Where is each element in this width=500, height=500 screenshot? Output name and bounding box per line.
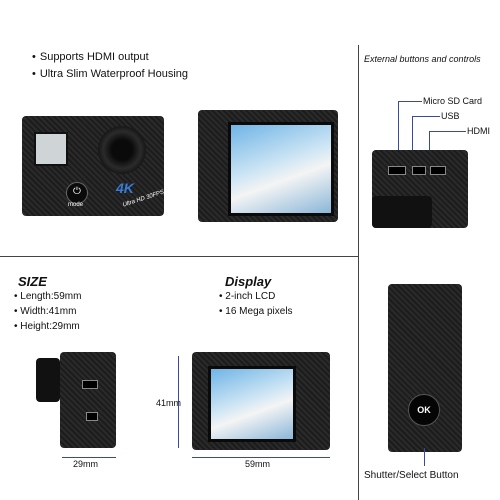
port-label-sd: Micro SD Card <box>423 96 483 106</box>
lens-side-icon <box>36 358 60 402</box>
callout-usb-v <box>412 116 413 166</box>
bullet-icon: • <box>32 68 36 80</box>
hdmi-port-icon <box>430 166 446 175</box>
usb-port-icon <box>412 166 426 175</box>
bullet-icon: • <box>14 291 21 302</box>
horizontal-divider <box>0 256 358 257</box>
callout-usb-h <box>412 116 440 117</box>
power-icon: ⏻ <box>66 182 88 204</box>
dim-height-label: 41mm <box>156 398 182 408</box>
bullet-icon: • <box>14 321 21 332</box>
camera-front: ⏻ mode 4K Ultra HD 30FPS <box>22 116 165 216</box>
lens-icon <box>98 126 146 174</box>
dim-length-label: 59mm <box>245 459 271 469</box>
display-lcd-text: 2-inch LCD <box>225 291 276 302</box>
callout-sd-h <box>398 101 422 102</box>
port-label-usb: USB <box>441 111 460 121</box>
vertical-divider <box>358 45 359 500</box>
shutter-button-icon: OK <box>408 394 440 426</box>
lcd-screen <box>228 122 334 216</box>
camera-back-dim <box>192 352 330 450</box>
camera-side-small <box>60 352 116 448</box>
callout-hdmi-v <box>429 131 430 166</box>
size-title: SIZE <box>18 274 47 289</box>
hdmi-port-icon <box>82 380 98 389</box>
feature-hdmi: •Supports HDMI output <box>32 51 149 63</box>
dim-width-label: 29mm <box>73 459 99 469</box>
bullet-icon: • <box>219 306 226 317</box>
display-lcd: • 2-inch LCD <box>219 291 275 302</box>
size-length-text: Length:59mm <box>20 291 82 302</box>
bullet-icon: • <box>14 306 21 317</box>
lcd-screen-dim <box>208 366 296 442</box>
callout-button-v <box>424 448 425 466</box>
size-length: • Length:59mm <box>14 291 81 302</box>
camera-side-ports <box>372 150 468 228</box>
camera-top-button: OK <box>388 284 462 452</box>
size-width: • Width:41mm <box>14 306 76 317</box>
display-pixels-text: 16 Mega pixels <box>225 306 293 317</box>
dim-length-line <box>192 457 330 458</box>
feature-hdmi-text: Supports HDMI output <box>39 51 149 63</box>
size-height-text: Height:29mm <box>20 321 80 332</box>
dim-width-line <box>62 457 116 458</box>
lens-bottom-icon <box>372 196 432 228</box>
callout-hdmi-h <box>429 131 466 132</box>
feature-housing: •Ultra Slim Waterproof Housing <box>32 68 188 80</box>
size-width-text: Width:41mm <box>20 306 77 317</box>
callout-sd-v <box>398 101 399 153</box>
bullet-icon: • <box>219 291 226 302</box>
bullet-icon: • <box>32 51 36 63</box>
display-pixels: • 16 Mega pixels <box>219 306 293 317</box>
feature-housing-text: Ultra Slim Waterproof Housing <box>39 68 188 80</box>
external-title: External buttons and controls <box>364 54 481 64</box>
usb-port-icon <box>86 412 98 421</box>
display-title: Display <box>225 274 272 289</box>
brand-4k: 4K <box>116 180 134 196</box>
dim-height-line <box>178 356 179 448</box>
size-height: • Height:29mm <box>14 321 80 332</box>
camera-back <box>198 110 338 222</box>
port-label-hdmi: HDMI <box>467 126 490 136</box>
button-label: Shutter/Select Button <box>364 470 459 481</box>
mode-label: mode <box>68 202 84 208</box>
sd-slot-icon <box>388 166 406 175</box>
front-status-lcd <box>34 132 68 166</box>
